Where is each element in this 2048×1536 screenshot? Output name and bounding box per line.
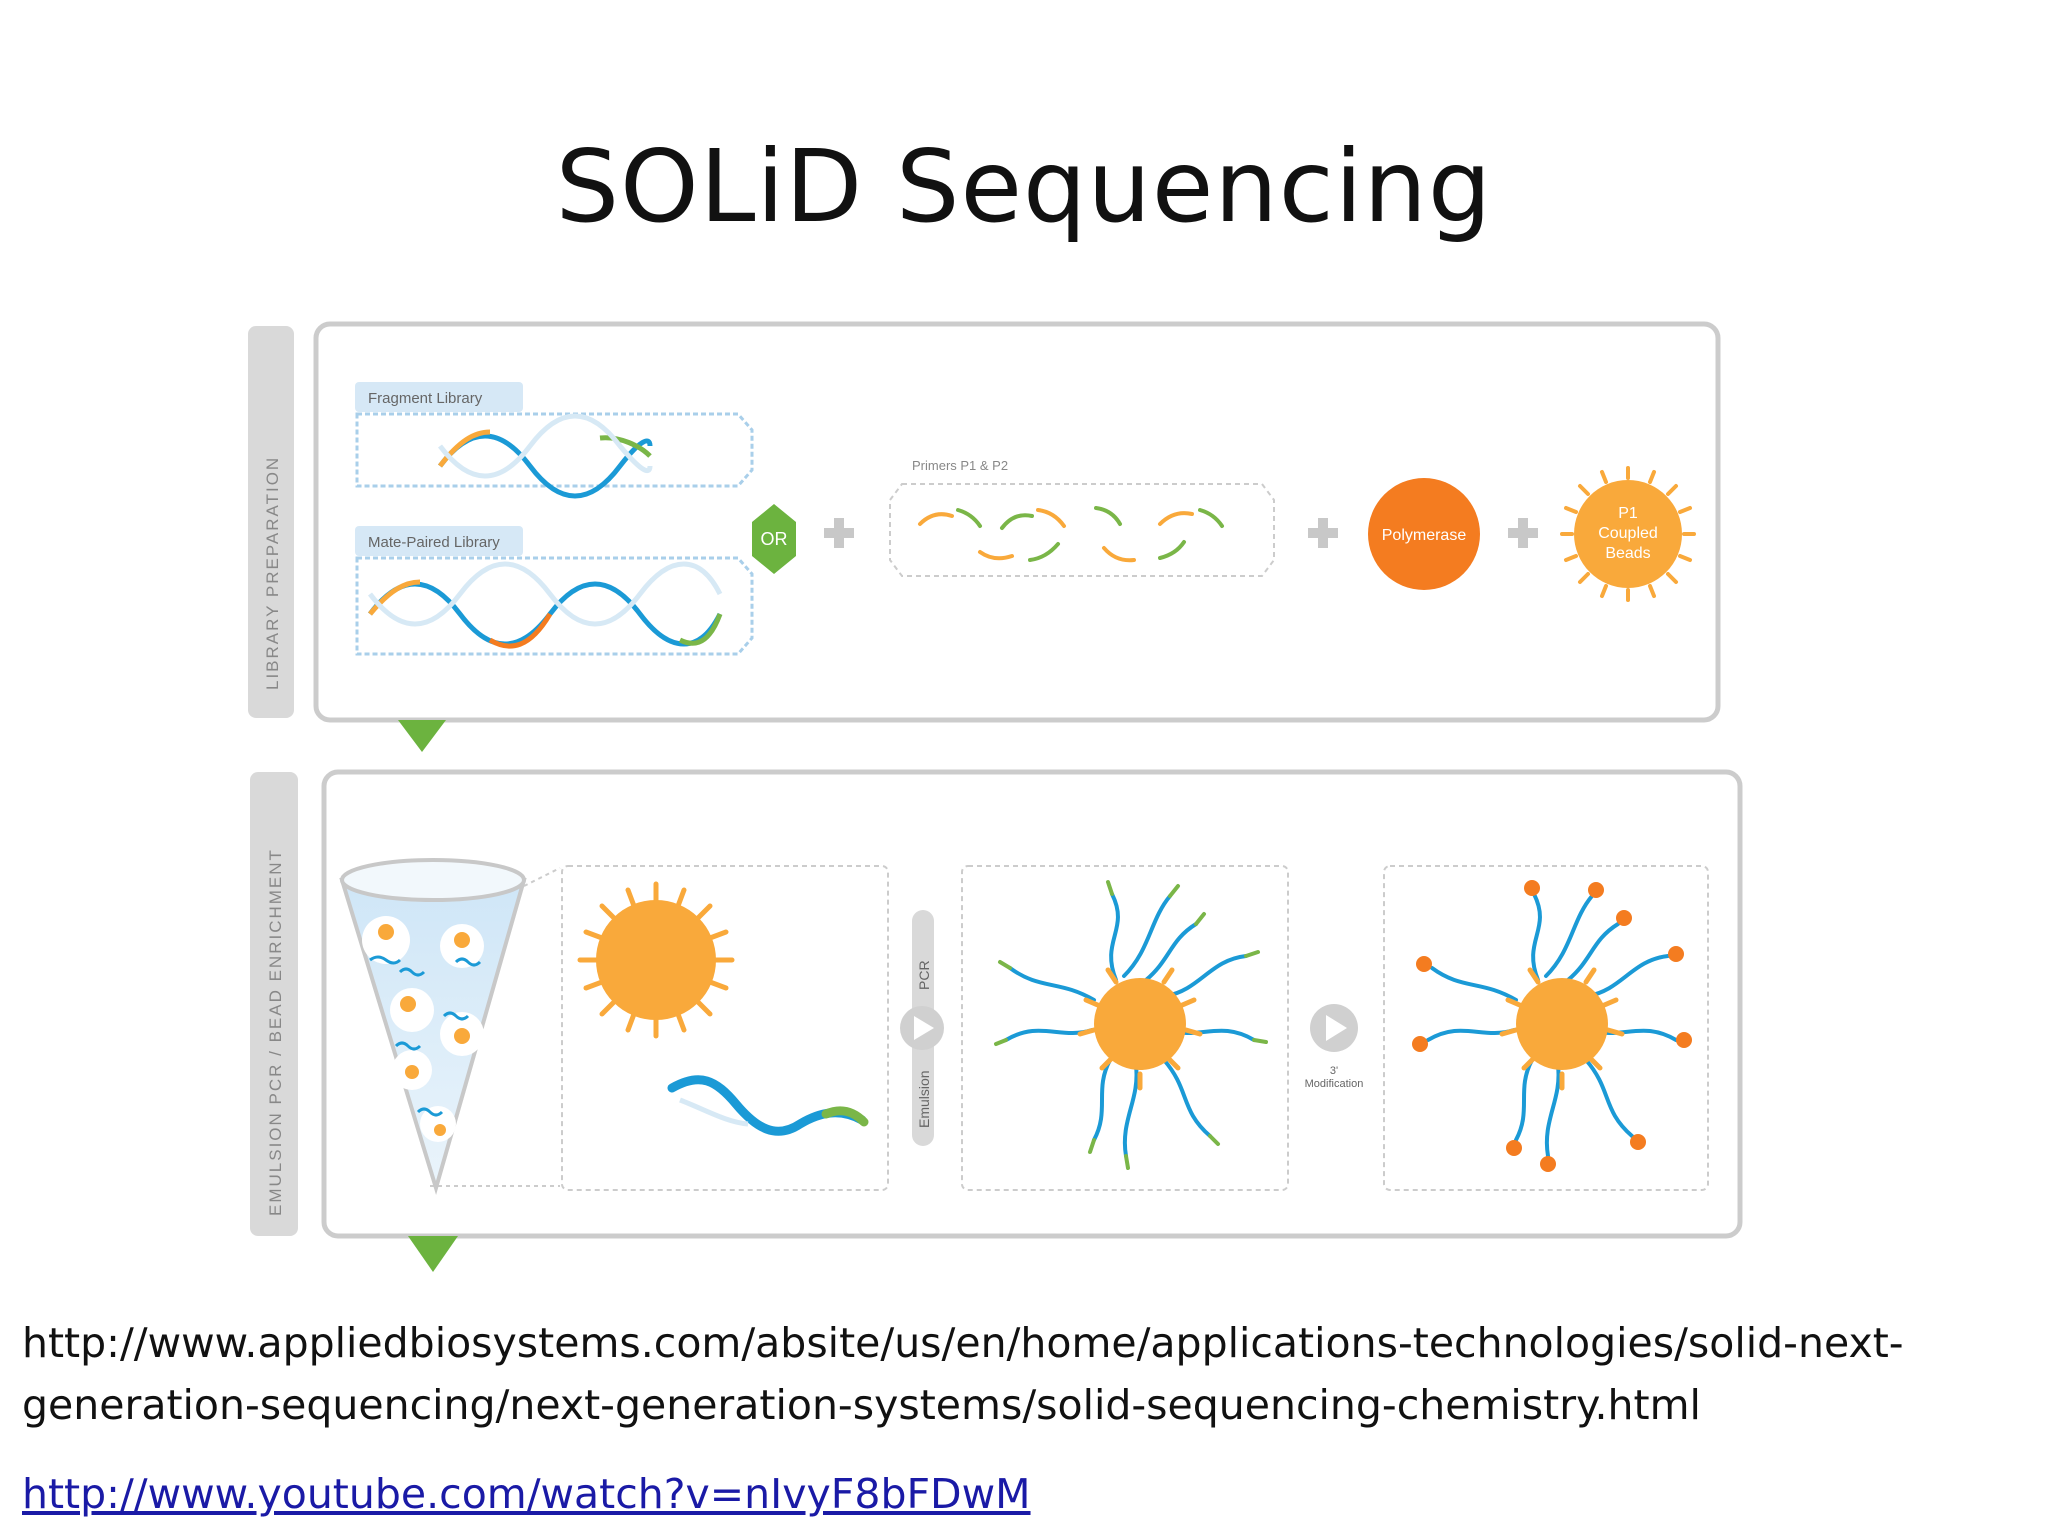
beads-label-line3: Beads [1605,545,1650,562]
library-panel-frame [313,321,1721,723]
source-url-text: http://www.appliedbiosystems.com/absite/… [22,1319,1904,1429]
or-label: OR [761,529,788,549]
library-side-tab [248,326,294,718]
polymerase-icon: Polymerase [1368,478,1480,590]
matepaired-library-tab: Mate-Paired Library [368,534,500,551]
modification-label-line1: 3' [1330,1065,1338,1077]
or-badge: OR [752,504,796,574]
library-side-label: LIBRARY PREPARATION [263,456,282,690]
pcr-emulsion-connector: PCR Emulsion [900,910,944,1146]
plus-icon [1308,518,1338,548]
fragment-library-box: Fragment Library [355,382,754,499]
polymerase-label: Polymerase [1382,527,1467,544]
amplified-bead-box [961,865,1289,1191]
emulsion-pcr-panel: EMULSION PCR / BEAD ENRICHMENT [250,769,1743,1272]
bead-template-box [561,865,889,1191]
solid-workflow-diagram: LIBRARY PREPARATION Fragment Library Mat… [248,321,1743,1272]
video-link[interactable]: http://www.youtube.com/watch?v=nIvyF8bFD… [22,1470,1031,1518]
fragment-library-tab: Fragment Library [368,390,483,407]
modification-label-line2: Modification [1305,1078,1364,1090]
p1-coupled-beads-icon: P1 Coupled Beads [1560,466,1696,602]
primers-label: Primers P1 & P2 [912,458,1008,473]
emulsion-side-label: EMULSION PCR / BEAD ENRICHMENT [266,848,285,1216]
play-icon [1326,1015,1347,1041]
library-preparation-panel: LIBRARY PREPARATION Fragment Library Mat… [248,321,1721,752]
emulsion-label: Emulsion [916,1070,932,1128]
emulsion-tube-icon [339,858,561,1196]
plus-icon [1508,518,1538,548]
modified-bead-box [1383,865,1709,1191]
slide-title: SOLiD Sequencing [555,128,1493,245]
plus-icon [824,518,854,548]
modification-connector: 3' Modification [1305,1004,1364,1090]
emulsion-side-tab [250,772,298,1236]
emulsion-down-arrow [408,1236,458,1272]
beads-label-line1: P1 [1618,505,1638,522]
library-down-arrow [398,720,446,752]
pcr-label: PCR [916,960,932,990]
matepaired-library-box: Mate-Paired Library [355,526,754,656]
play-icon [914,1016,934,1040]
primers-box: Primers P1 & P2 [889,458,1275,577]
beads-label-line2: Coupled [1598,525,1658,542]
